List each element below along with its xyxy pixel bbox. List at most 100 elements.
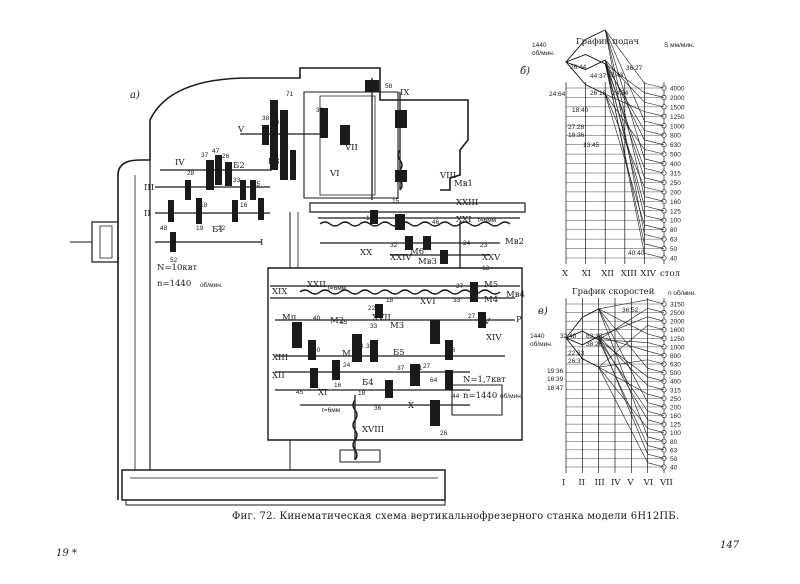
- speed-value-label: 315: [670, 387, 681, 394]
- speed-value-label: 500: [670, 370, 681, 377]
- svg-text:16: 16: [334, 382, 342, 389]
- svg-text:13: 13: [482, 265, 490, 272]
- svg-text:58: 58: [385, 83, 393, 90]
- clutch-m3: М3: [390, 321, 404, 331]
- svg-text:22: 22: [368, 305, 376, 312]
- svg-text:27: 27: [468, 313, 476, 320]
- svg-text:36: 36: [374, 405, 382, 412]
- feed-column-label: стол: [660, 269, 681, 279]
- speed-right-unit: n об/мин.: [668, 289, 696, 297]
- shaft-XXIV: XXIV: [390, 253, 412, 263]
- svg-text:18: 18: [366, 215, 374, 222]
- block-b4: Б4: [362, 378, 374, 388]
- shaft-VI: VI: [329, 169, 340, 179]
- speed-left-unit: об/мин.: [530, 340, 553, 348]
- feed-value-label: 1000: [670, 123, 685, 130]
- feed-ratio-label: 24:64: [549, 91, 566, 98]
- svg-text:18: 18: [386, 297, 394, 304]
- gears: [168, 80, 486, 426]
- pitch-xi: t=6мм: [322, 407, 341, 414]
- feed-ray: [565, 29, 665, 202]
- figure-caption: Фиг. 72. Кинематическая схема вертикальн…: [232, 511, 680, 522]
- shaft-XXII: XXII: [307, 280, 326, 290]
- label-b: б): [520, 66, 530, 77]
- svg-text:33: 33: [453, 297, 461, 304]
- svg-text:40: 40: [313, 347, 321, 354]
- feed-value-label: 400: [670, 161, 681, 168]
- page-number-left: 19 *: [56, 548, 77, 559]
- speed-ray: [565, 337, 665, 468]
- speed-ratio-label: 18:47: [547, 385, 564, 392]
- shaft-XIX: XIX: [272, 287, 288, 297]
- feed-ratio-label: 13:45: [583, 142, 600, 149]
- speed-ratio-label: 32:48: [560, 333, 577, 340]
- speed-value-label: 1600: [670, 327, 685, 334]
- shaft-IX: IX: [400, 88, 410, 98]
- feed-ratio-label: 36:27: [626, 65, 643, 72]
- speed-column-label: III: [595, 478, 605, 488]
- speed-ratio-label: 16:39: [547, 376, 564, 383]
- svg-text:52: 52: [170, 257, 178, 264]
- svg-text:33: 33: [233, 177, 241, 184]
- feed-value-label: 200: [670, 189, 681, 196]
- feed-right-unit: S мм/мин.: [664, 42, 695, 49]
- speed-ratio-label: 36:52: [622, 307, 639, 314]
- speed-column-label: VII: [659, 478, 673, 488]
- svg-text:22: 22: [218, 225, 226, 232]
- speed-chart-title: График скоростей: [572, 287, 655, 297]
- feed-ratio-label: 26:44: [570, 64, 587, 71]
- svg-text:32: 32: [340, 131, 348, 138]
- clutch-m1: М1: [342, 349, 356, 359]
- feed-ratio-label: 40:40: [628, 250, 645, 257]
- speed-value-label: 1000: [670, 344, 685, 351]
- speed-value-label: 250: [670, 396, 681, 403]
- motor-power: N=10квт: [157, 263, 197, 273]
- gear-counts: 58 32 71 86 38 32 37 47 26 28 33 35 16 1…: [160, 83, 490, 437]
- feed-ratio-label: 27:28: [568, 124, 585, 131]
- svg-text:46: 46: [432, 219, 440, 226]
- label-v: в): [538, 306, 548, 317]
- feed-value-label: 100: [670, 218, 681, 225]
- feed-ray: [565, 61, 665, 230]
- shaft-labels: I II III IV V VI VII VIII IX X XI XII XI…: [144, 88, 502, 435]
- shaft-IV: IV: [175, 158, 185, 168]
- speed-ratio-label: 38:26: [586, 341, 603, 348]
- motor-speed: n=1440: [157, 279, 191, 289]
- clutch-mp: Мп: [282, 313, 297, 323]
- svg-text:48: 48: [160, 225, 168, 232]
- label-a: a): [130, 90, 140, 101]
- speed-value-label: 2500: [670, 310, 685, 317]
- clutch-m2: М2: [330, 316, 344, 326]
- speed-chart: График скоростей в) 1440 об/мин. n об/ми…: [530, 287, 696, 488]
- page-number-right: 147: [720, 540, 740, 551]
- speed-column-label: I: [562, 478, 565, 488]
- svg-text:44: 44: [452, 393, 460, 400]
- feed-column-label: X: [562, 269, 569, 279]
- shaft-XVIII: XVIII: [362, 425, 384, 435]
- shaft-II: II: [144, 209, 151, 219]
- shaft-XIV: XIV: [486, 333, 502, 343]
- pitch-xix: t=6мм: [328, 285, 347, 292]
- feed-motor-unit: об/мин.: [500, 392, 523, 400]
- speed-ray: [565, 335, 665, 459]
- feed-node: [661, 123, 667, 129]
- feed-left-speed: 1440: [532, 42, 547, 49]
- feed-value-label: 50: [670, 246, 678, 253]
- feed-value-label: 4000: [670, 86, 685, 93]
- shaft-XVI: XVI: [420, 297, 436, 307]
- shaft-I: I: [260, 238, 263, 248]
- svg-text:26: 26: [440, 430, 448, 437]
- svg-text:15: 15: [392, 198, 400, 205]
- scheme-labels: a) N=10квт n=1440 об/мин. N=1,7квт n=144…: [130, 90, 525, 414]
- speed-value-label: 630: [670, 362, 681, 369]
- clutch-mv2: Мв2: [505, 237, 524, 247]
- shaft-VII: VII: [344, 143, 358, 153]
- speed-value-label: 800: [670, 353, 681, 360]
- svg-text:71: 71: [286, 91, 294, 98]
- feed-column-label: XI: [582, 269, 591, 279]
- svg-text:23: 23: [480, 242, 488, 249]
- block-b3: Б3: [268, 157, 280, 167]
- shaft-XXI: XXI: [456, 215, 471, 225]
- feed-ratio-label: 37:43: [607, 72, 624, 79]
